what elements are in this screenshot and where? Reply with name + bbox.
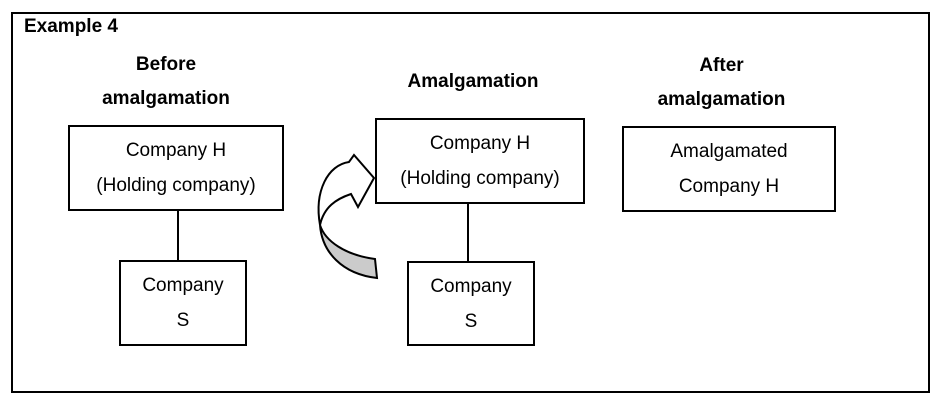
amalgamation-heading: Amalgamation bbox=[369, 65, 577, 99]
example-label: Example 4 bbox=[24, 16, 118, 37]
after-heading-line2: amalgamation bbox=[657, 89, 786, 110]
amalgamation-holding-company-line2: (Holding company) bbox=[400, 168, 560, 189]
before-heading-line1: Before bbox=[135, 54, 197, 75]
amalgamation-holding-company-line1: Company H bbox=[429, 133, 531, 154]
amalgamation-heading-line1: Amalgamation bbox=[407, 71, 539, 92]
amalgamation-connector-line bbox=[467, 204, 469, 261]
after-heading: After amalgamation bbox=[615, 49, 828, 117]
before-subsidiary-line2: S bbox=[176, 310, 190, 331]
curved-arrow-head bbox=[317, 153, 376, 226]
before-holding-company-box: Company H (Holding company) bbox=[68, 125, 284, 211]
after-heading-line1: After bbox=[699, 55, 744, 76]
after-amalgamated-company-line1: Amalgamated bbox=[670, 141, 788, 162]
before-holding-company-line2: (Holding company) bbox=[96, 175, 256, 196]
before-holding-company-line1: Company H bbox=[125, 140, 227, 161]
before-heading: Before amalgamation bbox=[58, 48, 274, 116]
curved-merge-arrow-icon bbox=[317, 153, 379, 280]
before-connector-line bbox=[177, 211, 179, 260]
before-subsidiary-box: Company S bbox=[119, 260, 247, 346]
before-subsidiary-line1: Company bbox=[142, 275, 224, 296]
amalgamation-subsidiary-box: Company S bbox=[407, 261, 535, 346]
after-amalgamated-company-box: Amalgamated Company H bbox=[622, 126, 836, 212]
before-heading-line2: amalgamation bbox=[102, 88, 230, 109]
amalgamation-subsidiary-line2: S bbox=[464, 310, 478, 332]
amalgamation-subsidiary-line1: Company bbox=[430, 275, 512, 297]
curved-arrow-tail bbox=[319, 224, 379, 280]
amalgamation-holding-company-box: Company H (Holding company) bbox=[375, 118, 585, 204]
after-amalgamated-company-line2: Company H bbox=[678, 176, 780, 197]
